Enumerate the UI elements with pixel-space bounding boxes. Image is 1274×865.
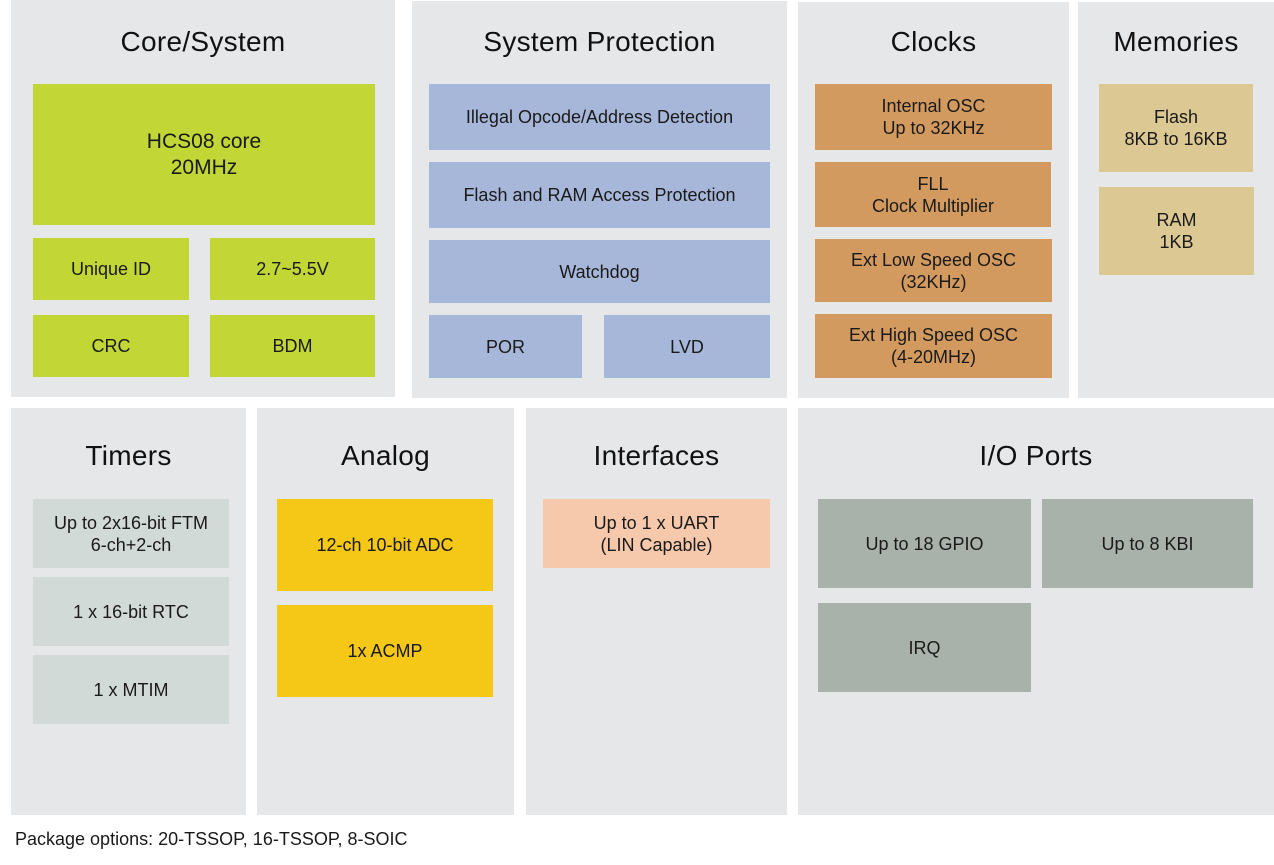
- panel-title: System Protection: [483, 26, 716, 57]
- block-irq: IRQ: [818, 603, 1031, 692]
- block-internal-osc: Internal OSC Up to 32KHz: [815, 84, 1052, 150]
- block-por: POR: [429, 315, 582, 378]
- block-label-core: HCS08 core: [146, 129, 262, 153]
- block-mtim: 1 x MTIM: [33, 655, 229, 724]
- block-label-frequency: 20MHz: [170, 155, 238, 179]
- block-uart: Up to 1 x UART (LIN Capable): [543, 499, 770, 568]
- panel-interfaces: Interfaces Up to 1 x UART (LIN Capable): [526, 408, 787, 815]
- block-voltage: 2.7~5.5V: [210, 238, 375, 300]
- panel-memories: Memories Flash 8KB to 16KB RAM 1KB: [1078, 2, 1274, 398]
- block-gpio: Up to 18 GPIO: [818, 499, 1031, 588]
- panel-title: Clocks: [890, 26, 977, 57]
- block-ext-high-speed-osc: Ext High Speed OSC (4-20MHz): [815, 314, 1052, 378]
- panel-title: Interfaces: [593, 440, 720, 471]
- block-ftm: Up to 2x16-bit FTM 6-ch+2-ch: [33, 499, 229, 568]
- block-lvd: LVD: [604, 315, 770, 378]
- block-fll: FLL Clock Multiplier: [815, 162, 1051, 227]
- panel-title: Memories: [1113, 26, 1239, 57]
- block-watchdog: Watchdog: [429, 240, 770, 303]
- block-ext-low-speed-osc: Ext Low Speed OSC (32KHz): [815, 239, 1052, 302]
- block-unique-id: Unique ID: [33, 238, 189, 300]
- package-options-note: Package options: 20-TSSOP, 16-TSSOP, 8-S…: [15, 829, 408, 849]
- panel-system-protection: System Protection Illegal Opcode/Address…: [412, 1, 787, 398]
- block-kbi: Up to 8 KBI: [1042, 499, 1253, 588]
- block-ram: RAM 1KB: [1099, 187, 1254, 275]
- panel-title: I/O Ports: [979, 440, 1093, 471]
- block-hcs08-core: HCS08 core 20MHz: [33, 84, 375, 225]
- panel-timers: Timers Up to 2x16-bit FTM 6-ch+2-ch 1 x …: [11, 408, 246, 815]
- panel-analog: Analog 12-ch 10-bit ADC 1x ACMP: [257, 408, 514, 815]
- block-adc: 12-ch 10-bit ADC: [277, 499, 493, 591]
- block-bdm: BDM: [210, 315, 375, 377]
- panel-title: Analog: [341, 440, 430, 471]
- block-flash: Flash 8KB to 16KB: [1099, 84, 1253, 172]
- block-illegal-opcode: Illegal Opcode/Address Detection: [429, 84, 770, 150]
- panel-clocks: Clocks Internal OSC Up to 32KHz FLL Cloc…: [798, 2, 1069, 398]
- block-flash-ram-protection: Flash and RAM Access Protection: [429, 162, 770, 228]
- panel-title: Timers: [85, 440, 172, 471]
- block-rtc: 1 x 16-bit RTC: [33, 577, 229, 646]
- panel-core-system: Core/System HCS08 core 20MHz Unique ID 2…: [11, 0, 395, 397]
- panel-title: Core/System: [120, 26, 286, 57]
- panel-io-ports: I/O Ports Up to 18 GPIO Up to 8 KBI IRQ: [798, 408, 1274, 815]
- block-acmp: 1x ACMP: [277, 605, 493, 697]
- block-crc: CRC: [33, 315, 189, 377]
